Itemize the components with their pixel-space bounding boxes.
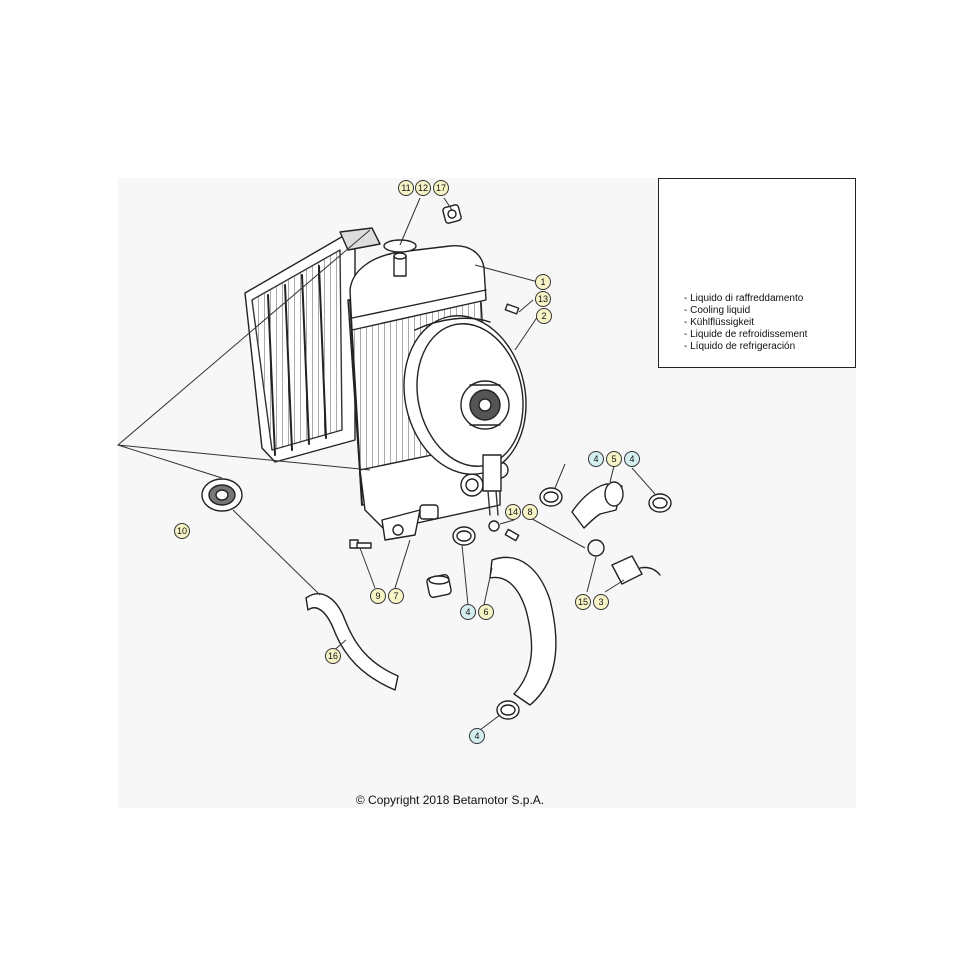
- hose-clamp-a: [539, 487, 563, 507]
- copyright-text: © Copyright 2018 Betamotor S.p.A.: [355, 793, 545, 807]
- callout-number: 17: [436, 183, 446, 193]
- callout-1-3: 1: [535, 274, 551, 290]
- callout-bubble: [398, 180, 414, 196]
- callout-number: 12: [418, 183, 428, 193]
- radiator-bracket: [381, 504, 439, 541]
- callout-7-13: 7: [388, 588, 404, 604]
- callout-number: 4: [465, 607, 470, 617]
- callout-bubble: [433, 180, 449, 196]
- radiator-shroud: [244, 227, 381, 463]
- callout-bubble: [535, 274, 551, 290]
- callout-15-16: 15: [575, 594, 591, 610]
- callout-bubble: [370, 588, 386, 604]
- callout-number: 1: [540, 277, 545, 287]
- callout-bubble: [606, 451, 622, 467]
- callout-4-14: 4: [460, 604, 476, 620]
- callout-number: 8: [527, 507, 532, 517]
- rubber-spacer: [426, 573, 452, 599]
- callout-4-7: 4: [588, 451, 604, 467]
- callout-bubble: [415, 180, 431, 196]
- callout-number: 9: [375, 591, 380, 601]
- legend-item: Liquide de refroidissement: [684, 329, 807, 341]
- callout-3-17: 3: [593, 594, 609, 610]
- callout-bubble: [174, 523, 190, 539]
- callout-5-8: 5: [606, 451, 622, 467]
- overflow-hose: [305, 593, 399, 691]
- elbow-hose: [571, 481, 624, 529]
- callout-bubble: [535, 291, 551, 307]
- screw-13: [504, 303, 520, 315]
- callout-number: 4: [474, 731, 479, 741]
- callout-bubble: [505, 504, 521, 520]
- callout-number: 2: [541, 311, 546, 321]
- callout-4-9: 4: [624, 451, 640, 467]
- radiator-hose: [489, 556, 557, 706]
- callout-layer: 11 12 17 1 13 2 10 4 5 4 14 8 9 7 4 6 15 3 16 4: [174, 180, 640, 744]
- cooling-fan: [403, 315, 527, 516]
- callout-number: 5: [611, 454, 616, 464]
- radiator-cap: [201, 478, 243, 512]
- callout-number: 6: [483, 607, 488, 617]
- callout-bubble: [536, 308, 552, 324]
- callout-12-1: 12: [415, 180, 431, 196]
- callout-bubble: [575, 594, 591, 610]
- callout-number: 16: [328, 651, 338, 661]
- hose-clamp-c: [452, 526, 476, 546]
- callout-2-5: 2: [536, 308, 552, 324]
- callout-number: 4: [629, 454, 634, 464]
- legend-item: Cooling liquid: [684, 305, 807, 317]
- fan-thermo-switch: [611, 555, 661, 585]
- callout-bubble: [469, 728, 485, 744]
- callout-number: 15: [578, 597, 588, 607]
- callout-16-18: 16: [325, 648, 341, 664]
- legend-item: Kühlflüssigkeit: [684, 317, 807, 329]
- screw-8: [504, 528, 520, 542]
- callout-13-4: 13: [535, 291, 551, 307]
- hose-clamp-d: [496, 700, 520, 720]
- legend-item: Liquido di raffreddamento: [684, 293, 807, 305]
- callout-number: 4: [593, 454, 598, 464]
- callout-bubble: [478, 604, 494, 620]
- screw-14: [488, 520, 500, 532]
- callout-10-6: 10: [174, 523, 190, 539]
- callout-8-11: 8: [522, 504, 538, 520]
- callout-11-0: 11: [398, 180, 414, 196]
- callout-number: 7: [393, 591, 398, 601]
- callout-bubble: [588, 451, 604, 467]
- hose-clamp-b: [648, 493, 672, 513]
- callout-6-15: 6: [478, 604, 494, 620]
- callout-bubble: [325, 648, 341, 664]
- bleed-screw: [349, 539, 372, 549]
- clip-17: [442, 204, 462, 224]
- callout-bubble: [460, 604, 476, 620]
- callout-9-12: 9: [370, 588, 386, 604]
- callout-4-19: 4: [469, 728, 485, 744]
- callout-number: 11: [401, 183, 410, 193]
- callout-bubble: [624, 451, 640, 467]
- callout-number: 13: [538, 294, 548, 304]
- callout-number: 10: [177, 526, 187, 536]
- callout-bubble: [388, 588, 404, 604]
- legend-item: Líquido de refrigeración: [684, 341, 807, 353]
- callout-bubble: [522, 504, 538, 520]
- callout-14-10: 14: [505, 504, 521, 520]
- callout-17-2: 17: [433, 180, 449, 196]
- legend-list: Liquido di raffreddamento Cooling liquid…: [684, 293, 807, 353]
- coolant-legend-box: Liquido di raffreddamento Cooling liquid…: [658, 178, 856, 368]
- callout-number: 3: [598, 597, 603, 607]
- callout-number: 14: [508, 507, 518, 517]
- o-ring: [587, 539, 605, 557]
- callout-bubble: [593, 594, 609, 610]
